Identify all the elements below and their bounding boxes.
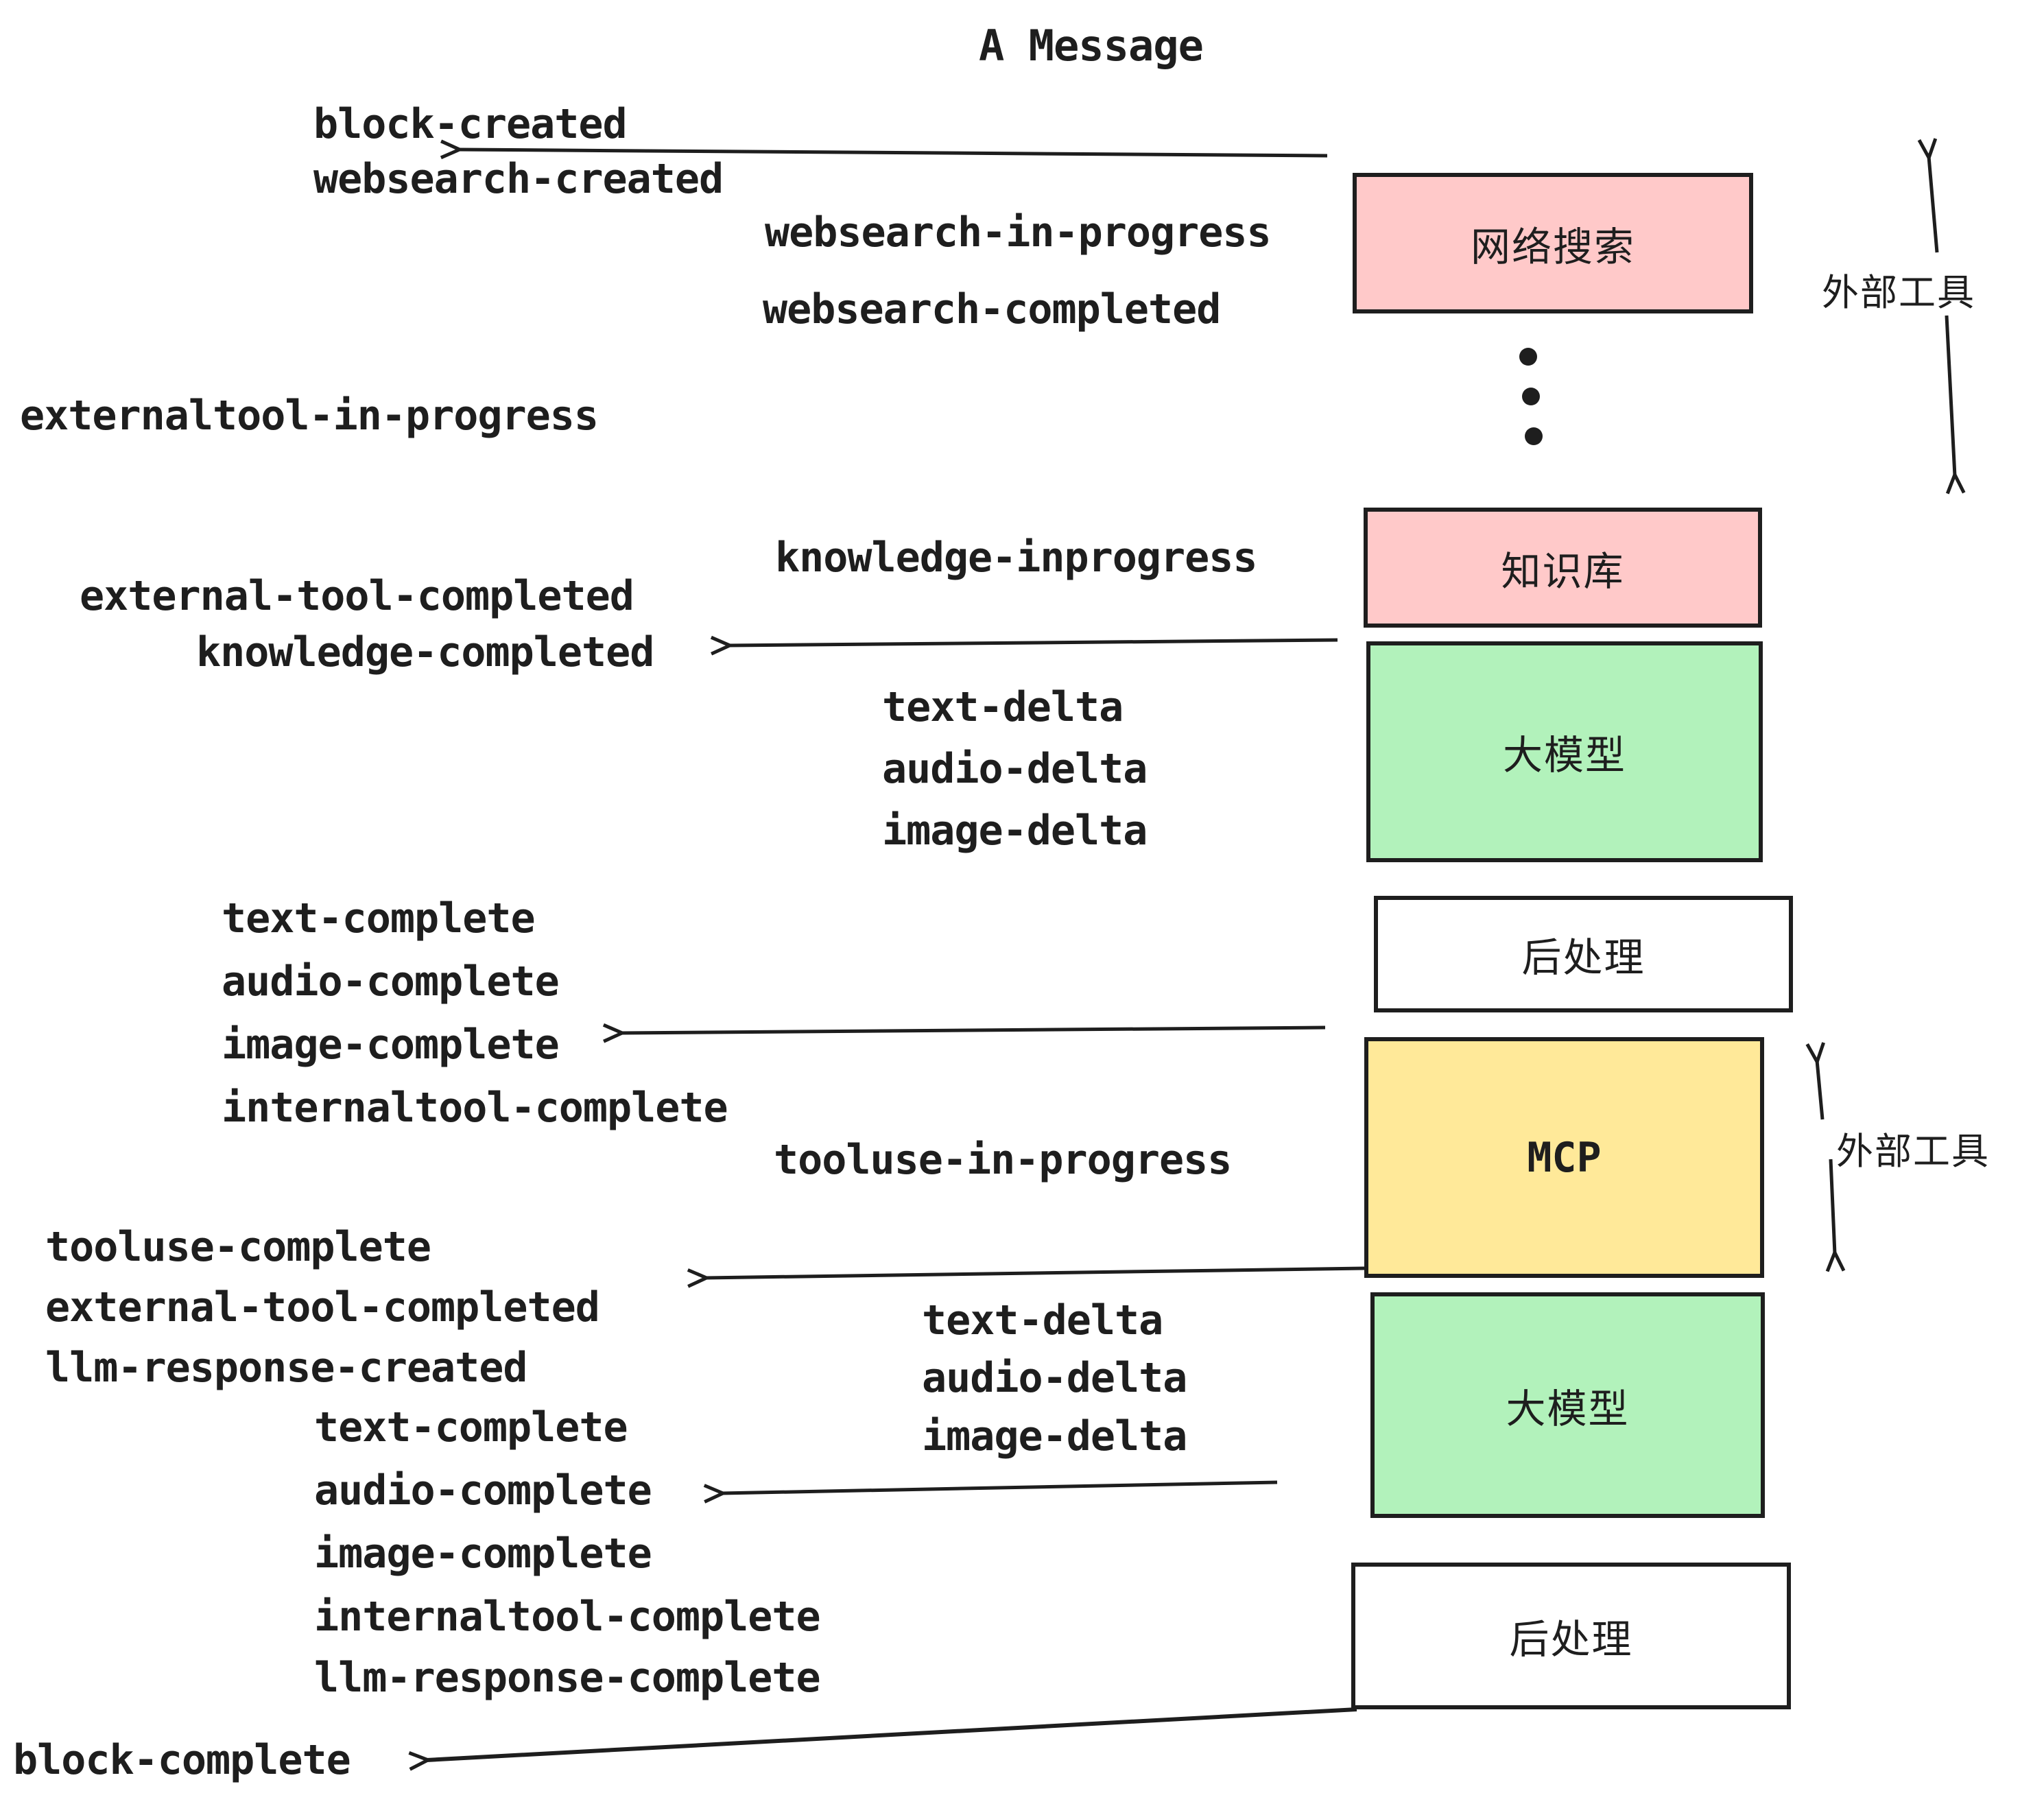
arrow-block-complete <box>408 1707 1357 1771</box>
box-knowledge: 知识库 <box>1364 508 1762 628</box>
external-tools-label-mcp: 外部工具 <box>1836 1130 1990 1173</box>
event-image-complete-2: image-complete <box>314 1530 652 1578</box>
box-postprocess-1: 后处理 <box>1374 896 1793 1012</box>
arrow-internal-complete <box>602 1023 1326 1043</box>
event-text-complete-2: text-complete <box>314 1403 628 1451</box>
box-mcp-label: MCP <box>1527 1133 1602 1182</box>
external-tools-up-arrow <box>1917 138 1939 253</box>
diagram-title: A Message <box>979 21 1204 71</box>
box-websearch: 网络搜索 <box>1353 173 1753 313</box>
event-external-tool-completed-2: external-tool-completed <box>45 1283 600 1331</box>
event-knowledge-completed: knowledge-completed <box>196 628 654 676</box>
event-text-complete-1: text-complete <box>222 894 536 942</box>
event-internaltool-complete-1: internaltool-complete <box>222 1084 728 1132</box>
box-llm-2-label: 大模型 <box>1506 1385 1630 1432</box>
event-text-delta-1: text-delta <box>882 683 1124 731</box>
event-image-complete-1: image-complete <box>222 1021 560 1069</box>
mcp-external-up-arrow <box>1805 1042 1826 1120</box>
arrow-knowledge-completed <box>710 635 1338 656</box>
box-postprocess-2: 后处理 <box>1351 1563 1791 1709</box>
event-tooluse-complete: tooluse-complete <box>45 1223 431 1271</box>
event-audio-delta-1: audio-delta <box>882 745 1148 793</box>
event-tooluse-in-progress: tooluse-in-progress <box>774 1136 1232 1184</box>
event-audio-delta-2: audio-delta <box>922 1354 1187 1402</box>
event-websearch-completed: websearch-completed <box>763 285 1221 333</box>
event-audio-complete-1: audio-complete <box>222 958 560 1006</box>
event-text-delta-2: text-delta <box>922 1296 1163 1344</box>
event-externaltool-in-progress: externaltool-in-progress <box>20 392 599 440</box>
ellipsis-dots <box>1519 348 1543 445</box>
box-websearch-label: 网络搜索 <box>1470 223 1635 270</box>
event-internaltool-complete-2: internaltool-complete <box>314 1593 821 1641</box>
arrow-websearch-created <box>440 139 1328 160</box>
arrow-tooluse-complete <box>687 1266 1366 1288</box>
event-block-complete: block-complete <box>13 1736 351 1784</box>
box-llm-2: 大模型 <box>1370 1292 1765 1518</box>
event-audio-complete-2: audio-complete <box>314 1467 652 1515</box>
external-tools-down-arrow <box>1945 315 1966 495</box>
mcp-external-down-arrow <box>1825 1159 1846 1272</box>
box-llm-1-label: 大模型 <box>1502 732 1626 779</box>
event-block-created: block-created <box>313 100 628 148</box>
box-llm-1: 大模型 <box>1366 641 1763 862</box>
external-tools-label-top: 外部工具 <box>1822 271 1975 314</box>
box-mcp: MCP <box>1364 1037 1764 1278</box>
event-image-delta-2: image-delta <box>922 1412 1187 1460</box>
box-knowledge-label: 知识库 <box>1501 547 1625 595</box>
event-websearch-created: websearch-created <box>313 155 724 203</box>
box-postprocess-2-label: 后处理 <box>1509 1616 1633 1663</box>
event-llm-response-created: llm-response-created <box>45 1344 527 1392</box>
box-postprocess-1-label: 后处理 <box>1521 934 1645 981</box>
event-image-delta-1: image-delta <box>882 807 1148 855</box>
event-llm-response-complete: llm-response-complete <box>314 1654 821 1702</box>
event-websearch-in-progress: websearch-in-progress <box>765 209 1272 257</box>
arrow-audio-complete <box>703 1480 1278 1504</box>
event-knowledge-inprogress: knowledge-inprogress <box>775 534 1257 582</box>
event-external-tool-completed-1: external-tool-completed <box>80 572 634 620</box>
